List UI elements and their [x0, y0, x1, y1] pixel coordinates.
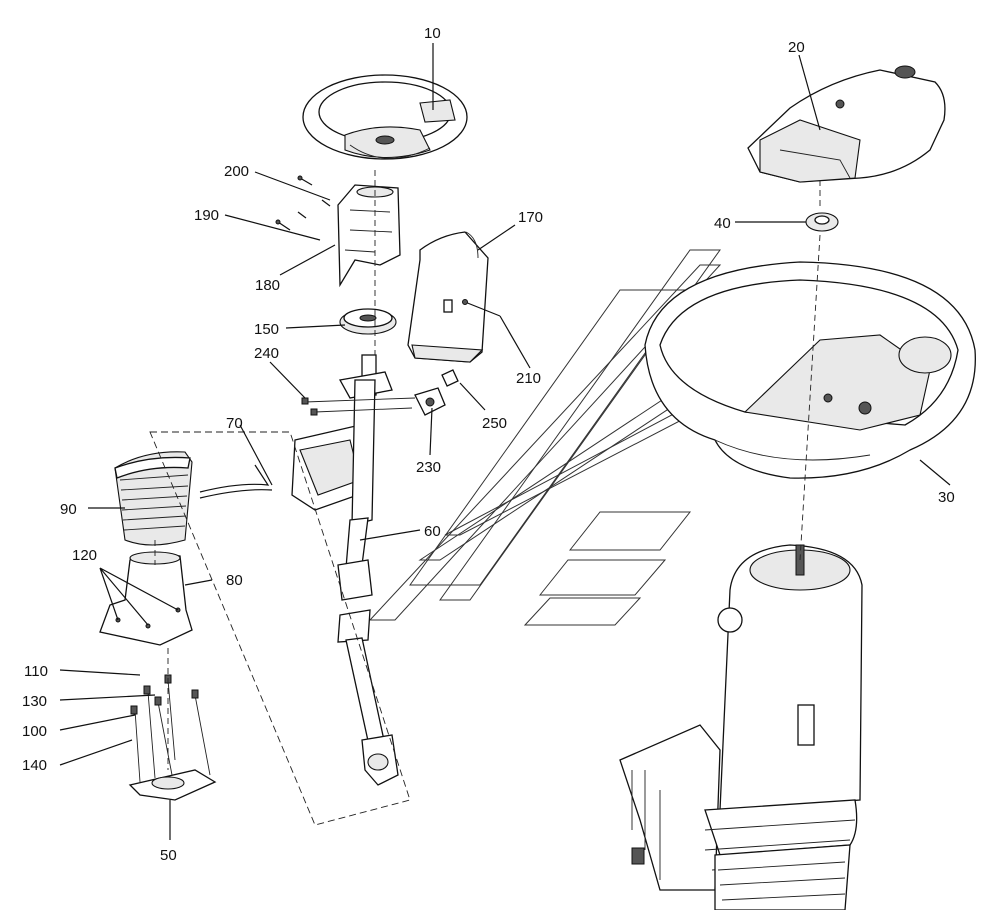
callout-120: 120	[72, 547, 97, 564]
nut-part-40	[805, 212, 839, 232]
leader-lines	[59, 43, 951, 840]
boot-part-90	[114, 451, 193, 546]
callout-140: 140	[22, 757, 47, 774]
callout-190: 190	[194, 207, 219, 224]
bracket-part-180	[337, 184, 401, 288]
callout-90: 90	[60, 501, 77, 518]
screw-part-210	[462, 299, 501, 317]
callout-10: 10	[424, 25, 441, 42]
callout-210: 210	[516, 370, 541, 387]
cover-part-170	[407, 231, 489, 363]
callout-labels: 10 20 30 40 50 60 70 80 90 100 110 120 1…	[22, 25, 955, 864]
switch-part-230	[414, 387, 446, 416]
callout-150: 150	[254, 321, 279, 338]
callout-20: 20	[788, 39, 805, 56]
callout-100: 100	[22, 723, 47, 740]
horn-cover-part-20	[747, 65, 946, 183]
callout-60: 60	[424, 523, 441, 540]
callout-240: 240	[254, 345, 279, 362]
callout-250: 250	[482, 415, 507, 432]
cable-part-70	[199, 464, 273, 499]
callout-40: 40	[714, 215, 731, 232]
steering-wheel-part-30	[644, 261, 976, 479]
wires-part-240	[301, 397, 416, 416]
callout-180: 180	[255, 277, 280, 294]
steering-column-part-60	[291, 354, 399, 786]
callout-130: 130	[22, 693, 47, 710]
callout-110: 110	[24, 663, 48, 680]
callout-70: 70	[226, 415, 243, 432]
screws-part-190-200	[275, 175, 331, 231]
callout-230: 230	[416, 459, 441, 476]
callout-170: 170	[518, 209, 543, 226]
callout-200: 200	[224, 163, 249, 180]
bolts-part-100-140	[130, 674, 211, 783]
column-housing	[619, 544, 863, 910]
callout-50: 50	[160, 847, 177, 864]
callout-30: 30	[938, 489, 955, 506]
boot-base-part-80	[99, 551, 193, 646]
plate-part-50	[128, 769, 217, 801]
steering-wheel-part-10	[302, 74, 468, 160]
callout-80: 80	[226, 572, 243, 589]
switch-part-250	[441, 369, 459, 387]
clock-spring-part-150	[339, 308, 397, 335]
